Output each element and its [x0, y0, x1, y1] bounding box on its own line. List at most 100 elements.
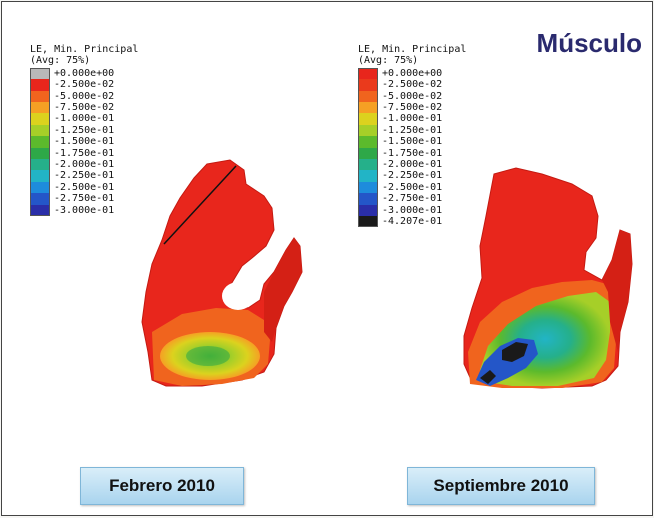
legend-right-entry: -1.500e-01	[358, 136, 466, 148]
legend-left-label: -1.500e-01	[54, 136, 115, 148]
legend-right-entry: -2.750e-01	[358, 193, 466, 205]
legend-left-entry: -7.500e-02	[30, 101, 138, 114]
legend-right-title-line1: LE, Min. Principal	[358, 44, 467, 55]
legend-right-swatch	[358, 67, 378, 80]
legend-left-entry: +0.000e+00	[30, 67, 138, 80]
legend-right-label: -3.000e-01	[382, 204, 443, 216]
legend-left-entry: -3.000e-01	[30, 204, 138, 216]
legend-left-entry: -1.250e-01	[30, 124, 138, 137]
legend-left-entry: -1.500e-01	[30, 136, 138, 148]
legend-left-title-line1: LE, Min. Principal	[30, 44, 139, 55]
legend-left-label: -1.750e-01	[54, 147, 115, 159]
legend-left-swatch	[30, 67, 50, 80]
legend-left-title: LE, Min. Principal (Avg: 75%)	[30, 44, 138, 67]
legend-right-label: -2.500e-01	[382, 181, 443, 193]
legend-right-entry: -7.500e-02	[358, 101, 466, 114]
legend-right-entry: -2.500e-01	[358, 181, 466, 194]
caption-febrero-button: Febrero 2010	[80, 467, 244, 505]
legend-right-swatch	[358, 181, 378, 194]
legend-right-entry: -5.000e-02	[358, 90, 466, 102]
legend-right-entry: -2.250e-01	[358, 170, 466, 182]
legend-right-label: -5.000e-02	[382, 90, 443, 102]
legend-right-swatch	[358, 215, 378, 228]
legend-left-label: -3.000e-01	[54, 204, 115, 216]
legend-right-title: LE, Min. Principal (Avg: 75%)	[358, 44, 466, 67]
legend-left-swatch	[30, 181, 50, 194]
legend-left-label: -2.500e-01	[54, 181, 115, 193]
legend-left-label: -1.250e-01	[54, 124, 115, 136]
legend-right-label: -1.250e-01	[382, 124, 443, 136]
legend-right-swatch	[358, 113, 378, 125]
legend-left-label: -2.750e-01	[54, 193, 115, 205]
mesh-septiembre-right-wall	[602, 230, 632, 352]
legend-right-swatch	[358, 79, 378, 91]
legend-right-entry: -3.000e-01	[358, 204, 466, 216]
legend-right-swatch	[358, 136, 378, 148]
legend-left-label: -1.000e-01	[54, 113, 115, 125]
legend-right-entry: -1.750e-01	[358, 147, 466, 159]
legend-left-entry: -1.750e-01	[30, 147, 138, 159]
legend-right-swatch	[358, 147, 378, 159]
legend-right-label: -4.207e-01	[382, 215, 443, 227]
legend-right-label: -1.000e-01	[382, 113, 443, 125]
legend-right-swatch	[358, 204, 378, 216]
legend-left-entry: -2.750e-01	[30, 193, 138, 205]
legend-right-entry: -4.207e-01	[358, 215, 466, 228]
legend-left-swatch	[30, 136, 50, 148]
legend-left-label: -2.500e-02	[54, 79, 115, 91]
legend-right-entry: -2.000e-01	[358, 158, 466, 171]
legend-right-entry: -1.000e-01	[358, 113, 466, 125]
legend-left-entry: -1.000e-01	[30, 113, 138, 125]
legend-left-entry: -2.500e-01	[30, 181, 138, 194]
legend-left-entry: -2.000e-01	[30, 158, 138, 171]
legend-right-swatch	[358, 124, 378, 137]
legend-right-title-line2: (Avg: 75%)	[358, 55, 419, 67]
mesh-febrero-right-wall	[264, 238, 302, 342]
legend-left-swatch	[30, 193, 50, 205]
legend-left-entry: -5.000e-02	[30, 90, 138, 102]
legend-left: LE, Min. Principal (Avg: 75%) +0.000e+00…	[30, 44, 138, 216]
legend-right-label: -2.250e-01	[382, 170, 443, 182]
legend-right-entry: -1.250e-01	[358, 124, 466, 137]
legend-left-label: -2.000e-01	[54, 158, 115, 170]
legend-right-swatch	[358, 90, 378, 102]
mesh-septiembre-dark-zone	[480, 342, 528, 384]
legend-left-swatch	[30, 124, 50, 137]
mesh-febrero-cut-line	[163, 165, 237, 245]
legend-right-swatch	[358, 158, 378, 171]
legend-right-label: -2.750e-01	[382, 193, 443, 205]
legend-right-label: -2.000e-01	[382, 158, 443, 170]
legend-right-label: -1.750e-01	[382, 147, 443, 159]
legend-left-entry: -2.500e-02	[30, 79, 138, 91]
slide-title: Músculo	[536, 28, 642, 58]
legend-right-label: -2.500e-02	[382, 79, 443, 91]
legend-left-swatch	[30, 101, 50, 114]
legend-left-label: -7.500e-02	[54, 101, 115, 113]
legend-right-label: +0.000e+00	[382, 67, 443, 79]
legend-left-label: -5.000e-02	[54, 90, 115, 102]
legend-right-entry: +0.000e+00	[358, 67, 466, 80]
legend-right-entry: -2.500e-02	[358, 79, 466, 91]
legend-left-rows: +0.000e+00-2.500e-02-5.000e-02-7.500e-02…	[30, 67, 138, 216]
legend-left-swatch	[30, 79, 50, 91]
legend-right: LE, Min. Principal (Avg: 75%) +0.000e+00…	[358, 44, 466, 228]
legend-left-swatch	[30, 113, 50, 125]
legend-left-entry: -2.250e-01	[30, 170, 138, 182]
legend-left-swatch	[30, 204, 50, 216]
legend-right-label: -7.500e-02	[382, 101, 443, 113]
legend-left-title-line2: (Avg: 75%)	[30, 55, 91, 67]
legend-right-label: -1.500e-01	[382, 136, 443, 148]
legend-right-swatch	[358, 101, 378, 114]
legend-right-swatch	[358, 170, 378, 182]
legend-left-swatch	[30, 90, 50, 102]
legend-left-swatch	[30, 147, 50, 159]
legend-right-swatch	[358, 193, 378, 205]
legend-left-label: +0.000e+00	[54, 67, 115, 79]
legend-left-swatch	[30, 170, 50, 182]
caption-septiembre-button: Septiembre 2010	[407, 467, 595, 505]
mesh-febrero-hole	[222, 282, 254, 310]
legend-left-swatch	[30, 158, 50, 171]
